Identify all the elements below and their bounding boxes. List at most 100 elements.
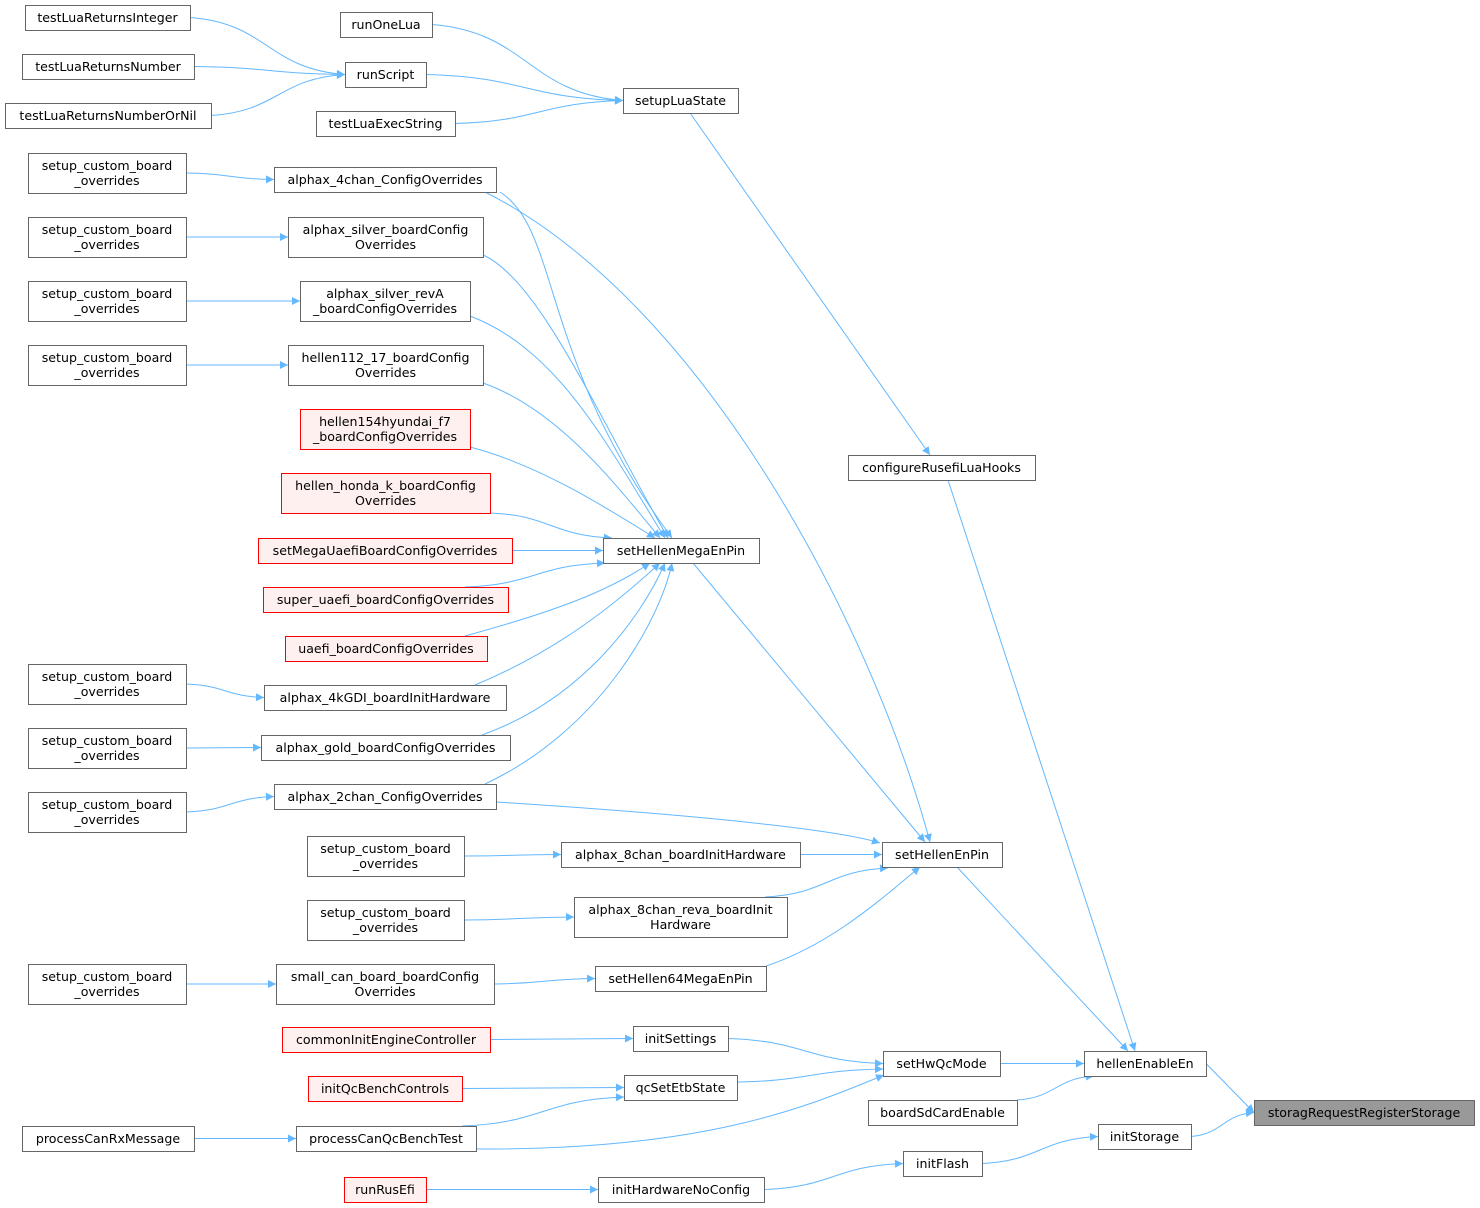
node-label: alphax_8chan_boardInitHardware xyxy=(575,847,786,862)
graph-node-scb1[interactable]: setup_custom_board_overrides xyxy=(28,153,187,194)
graph-node-pcrm[interactable]: processCanRxMessage xyxy=(22,1126,195,1152)
graph-node-shqm[interactable]: setHwQcMode xyxy=(883,1051,1001,1077)
graph-node-scb2[interactable]: setup_custom_board_overrides xyxy=(28,217,187,258)
graph-node-sls[interactable]: setupLuaState xyxy=(623,88,739,114)
graph-node-sue[interactable]: super_uaefi_boardConfigOverrides xyxy=(263,587,509,613)
graph-node-scb5[interactable]: setup_custom_board_overrides xyxy=(28,664,187,705)
node-label-line: _overrides xyxy=(73,748,139,763)
node-label-line: _boardConfigOverrides xyxy=(312,301,457,316)
edge-a8r-to-she xyxy=(764,864,889,898)
edge-scb1-to-a4c xyxy=(185,172,275,184)
graph-node-tlri[interactable]: testLuaReturnsInteger xyxy=(25,5,191,31)
graph-node-tlrnn[interactable]: testLuaReturnsNumberOrNil xyxy=(5,103,212,129)
graph-node-tlrn[interactable]: testLuaReturnsNumber xyxy=(22,54,195,80)
edge-qses-to-shqm xyxy=(736,1065,884,1083)
node-label-line: hellenEnableEn xyxy=(1096,1056,1193,1071)
node-box xyxy=(25,5,191,31)
graph-node-iqbc[interactable]: initQcBenchControls xyxy=(308,1076,463,1102)
node-label: testLuaReturnsNumberOrNil xyxy=(19,108,196,123)
node-label: uaefi_boardConfigOverrides xyxy=(298,641,474,656)
graph-node-a4k[interactable]: alphax_4kGDI_boardInitHardware xyxy=(264,685,507,711)
graph-node-rol[interactable]: runOneLua xyxy=(340,12,433,38)
graph-node-scb4[interactable]: setup_custom_board_overrides xyxy=(28,345,187,386)
edge-a2c-to-she xyxy=(495,801,881,845)
graph-node-asr[interactable]: alphax_silver_revA_boardConfigOverrides xyxy=(300,281,471,322)
graph-node-she[interactable]: setHellenEnPin xyxy=(882,842,1003,868)
graph-node-bsce[interactable]: boardSdCardEnable xyxy=(868,1100,1018,1126)
graph-node-srrs[interactable]: storagRequestRegisterStorage xyxy=(1254,1100,1475,1126)
edge-scb8-to-a8c xyxy=(463,850,562,859)
graph-node-pcqb[interactable]: processCanQcBenchTest xyxy=(296,1126,477,1152)
graph-node-scb7[interactable]: setup_custom_board_overrides xyxy=(28,792,187,833)
graph-node-tles[interactable]: testLuaExecString xyxy=(316,111,456,137)
graph-node-scb6[interactable]: setup_custom_board_overrides xyxy=(28,728,187,769)
edge-ifl-to-ist xyxy=(981,1132,1099,1164)
node-label: initSettings xyxy=(645,1031,717,1046)
node-label: setup_custom_board_overrides xyxy=(42,797,173,827)
edge-ciec-to-is xyxy=(489,1034,634,1043)
edge-tlri-to-rs xyxy=(189,17,346,78)
node-box xyxy=(28,664,187,705)
node-label: setup_custom_board_overrides xyxy=(42,733,173,763)
graph-node-ag[interactable]: alphax_gold_boardConfigOverrides xyxy=(261,735,511,761)
graph-node-rs[interactable]: runScript xyxy=(345,62,427,88)
graph-node-qses[interactable]: qcSetEtbState xyxy=(624,1075,738,1101)
node-label-line: processCanRxMessage xyxy=(36,1131,181,1146)
node-label-line: initQcBenchControls xyxy=(321,1081,449,1096)
node-label-line: alphax_4chan_ConfigOverrides xyxy=(287,172,482,187)
graph-node-ist[interactable]: initStorage xyxy=(1098,1124,1192,1150)
graph-node-rre[interactable]: runRusEfi xyxy=(344,1177,427,1203)
edges-layer xyxy=(185,17,1255,1194)
edge-a2c-to-shm xyxy=(484,562,675,785)
graph-node-ifl[interactable]: initFlash xyxy=(903,1151,983,1177)
node-label: alphax_4chan_ConfigOverrides xyxy=(287,172,482,187)
node-box xyxy=(308,1076,463,1102)
graph-node-a4c[interactable]: alphax_4chan_ConfigOverrides xyxy=(274,167,497,193)
graph-node-sh64[interactable]: setHellen64MegaEnPin xyxy=(595,966,767,992)
graph-node-a8c[interactable]: alphax_8chan_boardInitHardware xyxy=(561,842,801,868)
node-label-line: setup_custom_board xyxy=(42,669,173,684)
edge-shm-to-she xyxy=(692,562,926,843)
node-label-line: Overrides xyxy=(354,984,415,999)
edge-asr-to-shm xyxy=(469,315,666,539)
graph-node-h154[interactable]: hellen154hyundai_f7_boardConfigOverrides xyxy=(300,409,471,450)
node-label: setHwQcMode xyxy=(896,1056,986,1071)
graph-node-a2c[interactable]: alphax_2chan_ConfigOverrides xyxy=(274,784,497,810)
graph-node-ciec[interactable]: commonInitEngineController xyxy=(282,1027,491,1053)
graph-node-hee[interactable]: hellenEnableEn xyxy=(1084,1051,1207,1077)
node-label: alphax_silver_revA_boardConfigOverrides xyxy=(312,286,457,316)
graph-node-scb3[interactable]: setup_custom_board_overrides xyxy=(28,281,187,322)
node-box xyxy=(307,900,465,941)
graph-node-crlh[interactable]: configureRusefiLuaHooks xyxy=(848,455,1036,481)
graph-node-ihnc[interactable]: initHardwareNoConfig xyxy=(598,1177,765,1203)
node-box xyxy=(300,409,471,450)
node-box xyxy=(340,12,433,38)
node-label-line: setup_custom_board xyxy=(42,350,173,365)
node-box xyxy=(282,1027,491,1053)
node-box xyxy=(263,587,509,613)
graph-node-scb8[interactable]: setup_custom_board_overrides xyxy=(307,836,465,877)
graph-node-scb9[interactable]: setup_custom_board_overrides xyxy=(307,900,465,941)
node-label: setHellenEnPin xyxy=(895,847,989,862)
node-label: setupLuaState xyxy=(635,93,726,108)
graph-node-ue[interactable]: uaefi_boardConfigOverrides xyxy=(285,636,488,662)
node-label-line: _overrides xyxy=(73,812,139,827)
node-box xyxy=(1084,1051,1207,1077)
node-label-line: testLuaReturnsNumber xyxy=(35,59,181,74)
node-box xyxy=(276,964,495,1005)
node-label: setup_custom_board_overrides xyxy=(320,905,451,935)
graph-node-shm[interactable]: setHellenMegaEnPin xyxy=(603,538,760,564)
edge-sh64-to-she xyxy=(765,866,921,967)
node-box xyxy=(623,88,739,114)
node-label-line: alphax_2chan_ConfigOverrides xyxy=(287,789,482,804)
node-box xyxy=(883,1051,1001,1077)
edge-ag-to-shm xyxy=(481,562,666,736)
graph-node-scb10[interactable]: setup_custom_board_overrides xyxy=(28,964,187,1005)
graph-node-smu[interactable]: setMegaUaefiBoardConfigOverrides xyxy=(258,538,513,564)
graph-node-is[interactable]: initSettings xyxy=(633,1026,729,1052)
